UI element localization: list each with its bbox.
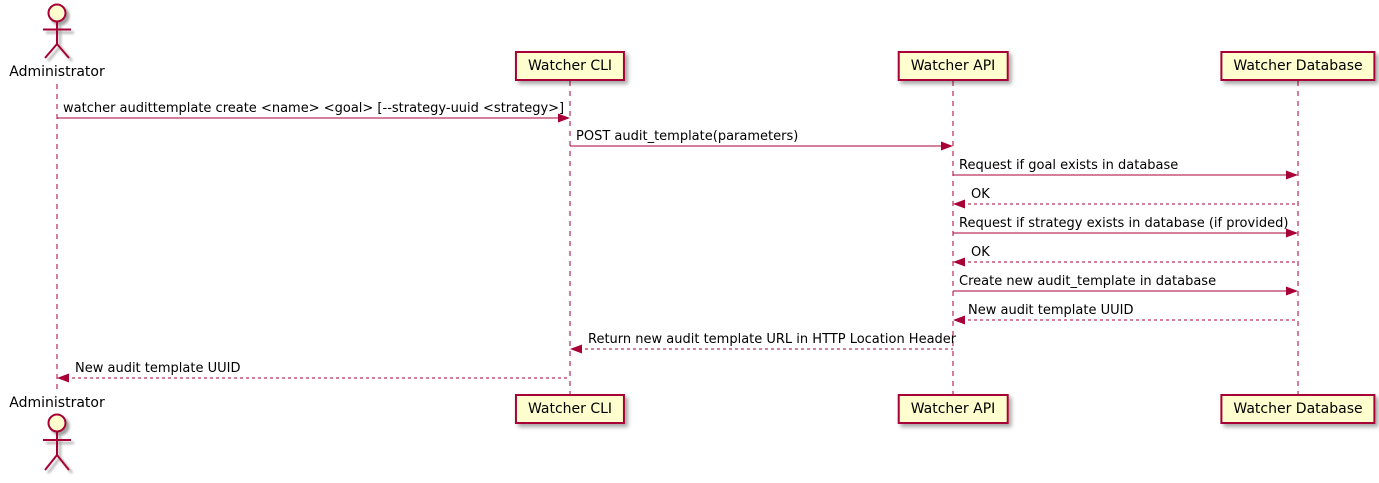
message-arrow-7 <box>953 286 1298 296</box>
message-label-8: New audit template UUID <box>968 303 1134 318</box>
message-label-9: Return new audit template URL in HTTP Lo… <box>588 332 957 347</box>
participant-watcher-database-bottom: Watcher Database <box>1220 394 1376 424</box>
participant-watcher-cli-bottom: Watcher CLI <box>514 394 626 424</box>
participant-watcher-database-top: Watcher Database <box>1220 51 1376 81</box>
actor-head <box>47 3 67 23</box>
participant-watcher-api-bottom: Watcher API <box>897 394 1009 424</box>
message-arrow-10 <box>57 373 570 383</box>
actor-figure-bottom <box>43 413 71 471</box>
message-arrow-5 <box>953 228 1298 238</box>
message-label-4: OK <box>971 187 990 202</box>
actor-figure-top <box>43 3 71 59</box>
actor-label-top: Administrator <box>9 64 105 80</box>
message-label-6: OK <box>971 245 990 260</box>
message-arrow-2 <box>570 141 953 151</box>
message-arrow-9 <box>570 344 953 354</box>
message-arrow-3 <box>953 170 1298 180</box>
participant-watcher-cli-top: Watcher CLI <box>514 51 626 81</box>
message-label-3: Request if goal exists in database <box>959 158 1179 173</box>
message-arrow-4 <box>953 199 1298 209</box>
actor-head <box>47 413 67 433</box>
actor-label-bottom: Administrator <box>9 395 105 411</box>
message-label-7: Create new audit_template in database <box>959 274 1217 289</box>
message-arrows <box>57 113 1298 383</box>
message-label-5: Request if strategy exists in database (… <box>959 216 1289 231</box>
message-label-10: New audit template UUID <box>75 361 241 376</box>
message-arrow-8 <box>953 315 1298 325</box>
message-arrow-1 <box>57 113 570 123</box>
message-label-1: watcher audittemplate create <name> <goa… <box>63 101 565 116</box>
lifelines <box>56 81 1299 394</box>
message-arrow-6 <box>953 257 1298 267</box>
participant-watcher-api-top: Watcher API <box>897 51 1009 81</box>
message-label-2: POST audit_template(parameters) <box>576 129 799 144</box>
